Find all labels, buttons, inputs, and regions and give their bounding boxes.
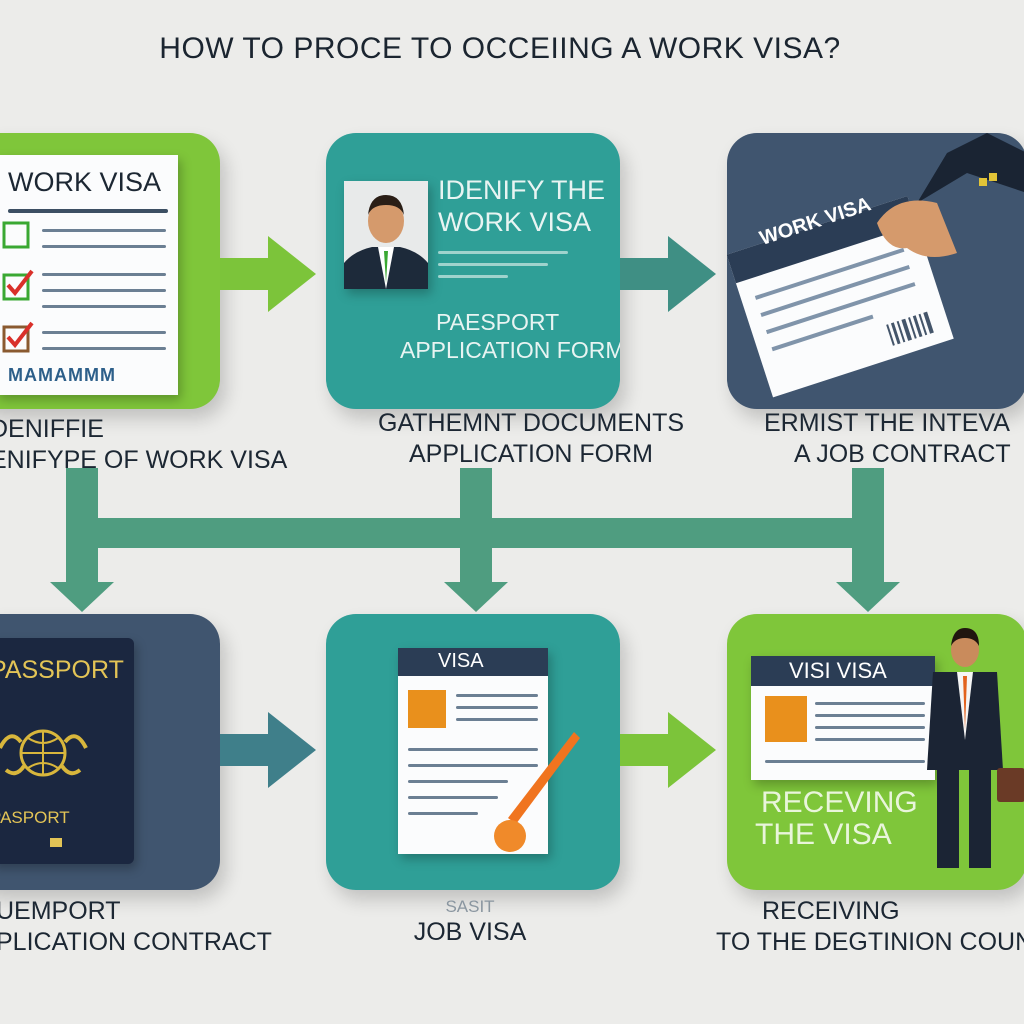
- visa-card: VISI VISA: [751, 656, 935, 780]
- step-4-caption-line-1: UEMPORT: [0, 897, 121, 925]
- arrow-right-icon: [620, 712, 716, 788]
- id-photo: [344, 181, 428, 289]
- step-3-caption: ERMIST THE INTEVA A JOB CONTRACT: [764, 408, 1011, 471]
- checklist-card-footer: MAMAMMM: [8, 365, 116, 385]
- step-5-caption-line-1: SASIT: [445, 897, 495, 916]
- passport-title: PASSPORT: [0, 656, 124, 684]
- step-5-tile: VISA: [326, 614, 620, 890]
- step-3-caption-line-2: A JOB CONTRACT: [794, 440, 1011, 469]
- visa-form-title: VISA: [438, 650, 484, 672]
- arrow-right-icon: [220, 236, 316, 312]
- step-2-caption-line-2: APPLICATION FORM: [409, 440, 654, 469]
- step-4-tile: PASSPORT PASPORT: [0, 614, 220, 890]
- id-card-sub-line-1: PAESPORT: [436, 309, 560, 335]
- page-title: HOW TO PROCE TO OCCEIING A WORK VISA?: [159, 32, 841, 65]
- id-card-title-line-1: IDENIFY THE: [438, 175, 606, 205]
- businessman-icon: [927, 628, 1024, 868]
- step-1-caption-line-2: ENIFYPE OF WORK VISA: [0, 446, 288, 475]
- step-2-caption: GATHEMNT DOCUMENTS APPLICATION FORM: [378, 408, 684, 471]
- visa-card-sub-line-2: THE VISA: [755, 818, 892, 851]
- visa-card-sub-line-1: RECEVING: [761, 786, 918, 819]
- checkbox-icon: [2, 221, 30, 249]
- arrow-right-icon: [220, 712, 316, 788]
- step-6-tile: VISI VISA RECEVING THE VISA: [727, 614, 1024, 890]
- step-6-caption-line-2: TO THE DEGTINION COUN: [716, 928, 1024, 957]
- step-3-caption-line-1: ERMIST THE INTEVA: [764, 409, 1010, 437]
- step-1-caption: DENIFFIE ENIFYPE OF WORK VISA: [0, 414, 287, 477]
- visa-card-title: VISI VISA: [789, 658, 887, 683]
- step-6-caption: RECEIVING TO THE DEGTINION COUN: [716, 896, 1024, 959]
- step-4-caption-line-2: PLICATION CONTRACT: [0, 928, 272, 957]
- id-card-sub-line-2: APPLICATION FORM: [400, 337, 620, 363]
- step-1-caption-line-1: DENIFFIE: [0, 415, 104, 443]
- arrow-right-icon: [620, 236, 716, 312]
- pen-icon: [494, 732, 580, 852]
- step-3-tile: WORK VISA: [727, 133, 1024, 409]
- work-visa-checklist-card: WORK VISA MAMAMMM: [0, 155, 178, 395]
- checked-checkbox-icon: [2, 269, 34, 301]
- checklist-card-title: WORK VISA: [8, 167, 162, 197]
- checked-checkbox-icon: [2, 321, 34, 353]
- step-4-caption: UEMPORT PLICATION CONTRACT: [0, 896, 272, 959]
- step-6-caption-line-1: RECEIVING: [762, 897, 900, 925]
- step-2-tile: IDENIFY THE WORK VISA PAESPORT APPLICATI…: [326, 133, 620, 409]
- step-5-caption-line-2: JOB VISA: [413, 918, 527, 947]
- passport-booklet: PASSPORT PASPORT: [0, 638, 134, 864]
- emblem-icon: [0, 729, 88, 777]
- step-1-tile: WORK VISA MAMAMMM: [0, 133, 220, 409]
- id-card-title-line-2: WORK VISA: [438, 207, 592, 237]
- step-2-caption-line-1: GATHEMNT DOCUMENTS: [378, 409, 685, 437]
- person-icon: [344, 181, 428, 289]
- step-5-caption: SASIT JOB VISA: [410, 896, 530, 949]
- passport-footer: PASPORT: [0, 808, 70, 827]
- visa-form: VISA: [398, 648, 548, 854]
- visa-document-icon: [727, 133, 1024, 398]
